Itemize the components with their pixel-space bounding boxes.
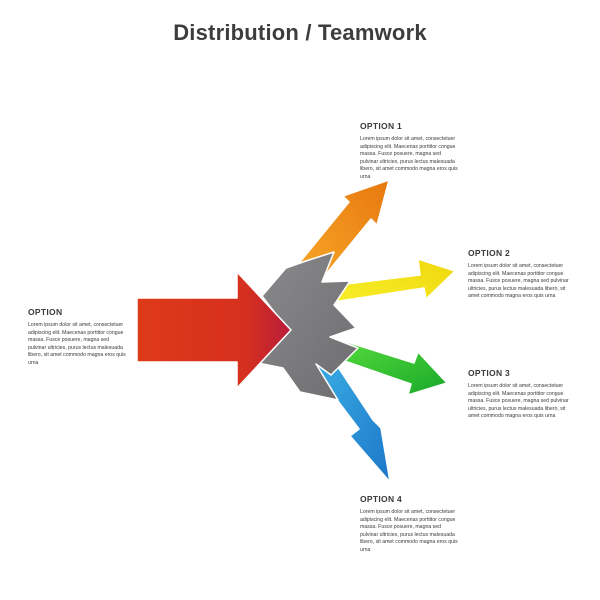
option1-text: Lorem ipsum dolor sit amet, consectetuer… xyxy=(360,136,458,180)
page-title: Distribution / Teamwork xyxy=(173,20,427,45)
option4-block: OPTION 4 Lorem ipsum dolor sit amet, con… xyxy=(360,494,460,555)
option2-arrow-shape xyxy=(329,258,456,303)
option1-block: OPTION 1 Lorem ipsum dolor sit amet, con… xyxy=(360,121,460,182)
main-arrow-shape xyxy=(136,271,292,389)
hub-shape xyxy=(257,251,359,401)
option2-arrow xyxy=(329,258,456,303)
option2-text: Lorem ipsum dolor sit amet, consectetuer… xyxy=(468,263,569,300)
main-option-text: Lorem ipsum dolor sit amet, consectetuer… xyxy=(28,322,126,366)
option3-block: OPTION 3 Lorem ipsum dolor sit amet, con… xyxy=(468,368,572,421)
option3-text: Lorem ipsum dolor sit amet, consectetuer… xyxy=(468,383,569,420)
option1-arrow-shape xyxy=(299,179,390,280)
main-arrow xyxy=(136,271,292,389)
option3-heading: OPTION 3 xyxy=(468,368,511,378)
option2-heading: OPTION 2 xyxy=(468,248,511,258)
option4-text: Lorem ipsum dolor sit amet, consectetuer… xyxy=(360,509,458,553)
main-option-heading: OPTION xyxy=(28,307,63,317)
option2-block: OPTION 2 Lorem ipsum dolor sit amet, con… xyxy=(468,248,572,301)
option4-heading: OPTION 4 xyxy=(360,494,403,504)
option1-heading: OPTION 1 xyxy=(360,121,403,131)
main-option-block: OPTION Lorem ipsum dolor sit amet, conse… xyxy=(28,307,128,368)
option1-arrow xyxy=(299,179,390,280)
